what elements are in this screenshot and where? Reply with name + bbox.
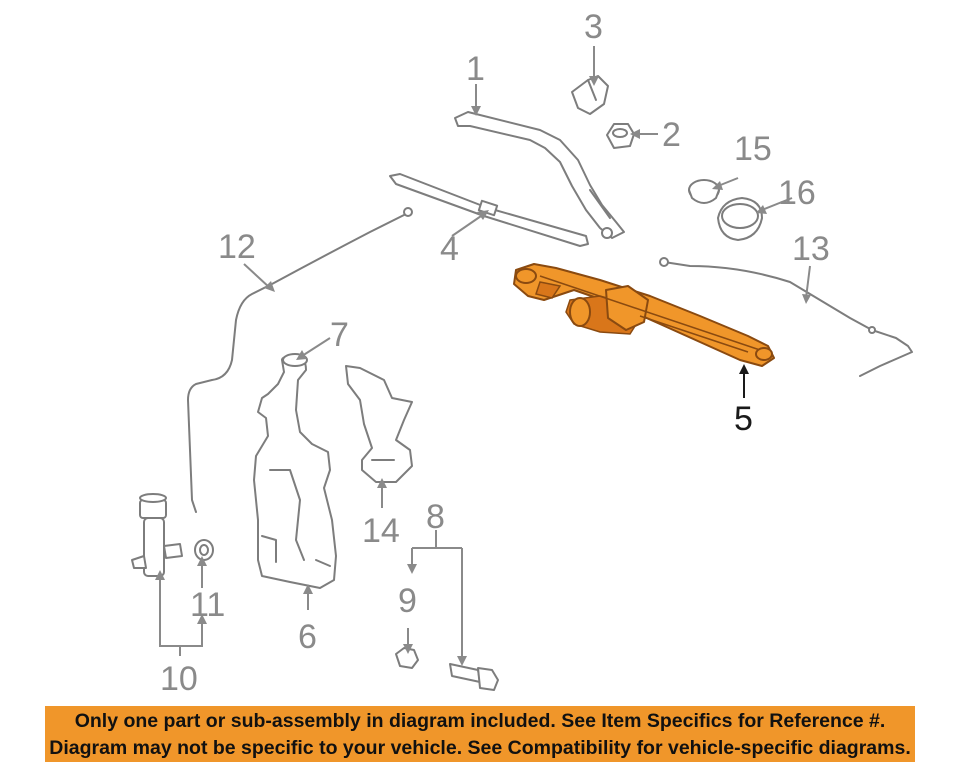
callout-3: 3 [584,8,603,46]
callout-5: 5 [734,400,753,438]
pump-seal-part [194,539,214,561]
callout-12: 12 [218,228,256,266]
washer-reservoir-part [253,353,337,589]
callout-2: 2 [662,116,681,154]
cover-part [717,197,763,241]
leader-lines [159,46,811,660]
wiper-motor-linkage-part [513,263,775,367]
washer-hose-part [187,207,413,513]
washer-hose-right-part [659,257,913,377]
disclaimer-line-2: Diagram may not be specific to your vehi… [49,737,911,759]
bracket-part [345,365,413,483]
grommet-part [688,179,720,204]
callout-6: 6 [298,618,317,656]
cap-part [571,75,609,115]
callout-7: 7 [330,316,349,354]
callout-11: 11 [190,586,225,624]
callout-8: 8 [426,498,445,536]
disclaimer-banner: Only one part or sub-assembly in diagram… [45,706,915,762]
callout-9: 9 [398,582,417,620]
disclaimer-line-1: Only one part or sub-assembly in diagram… [74,710,886,732]
callout-14: 14 [362,512,400,550]
callout-13: 13 [792,230,830,268]
washer-pump-part [131,493,183,577]
callout-1: 1 [466,50,485,88]
nut-part [606,123,635,149]
small-grommet-part [395,647,419,669]
callout-4: 4 [440,230,459,268]
leader-arrowheads [155,76,811,666]
callout-16: 16 [778,174,816,212]
callout-10: 10 [160,660,198,698]
callout-15: 15 [734,130,772,168]
bolt-part [449,663,499,691]
wiper-arm-part [454,111,625,239]
